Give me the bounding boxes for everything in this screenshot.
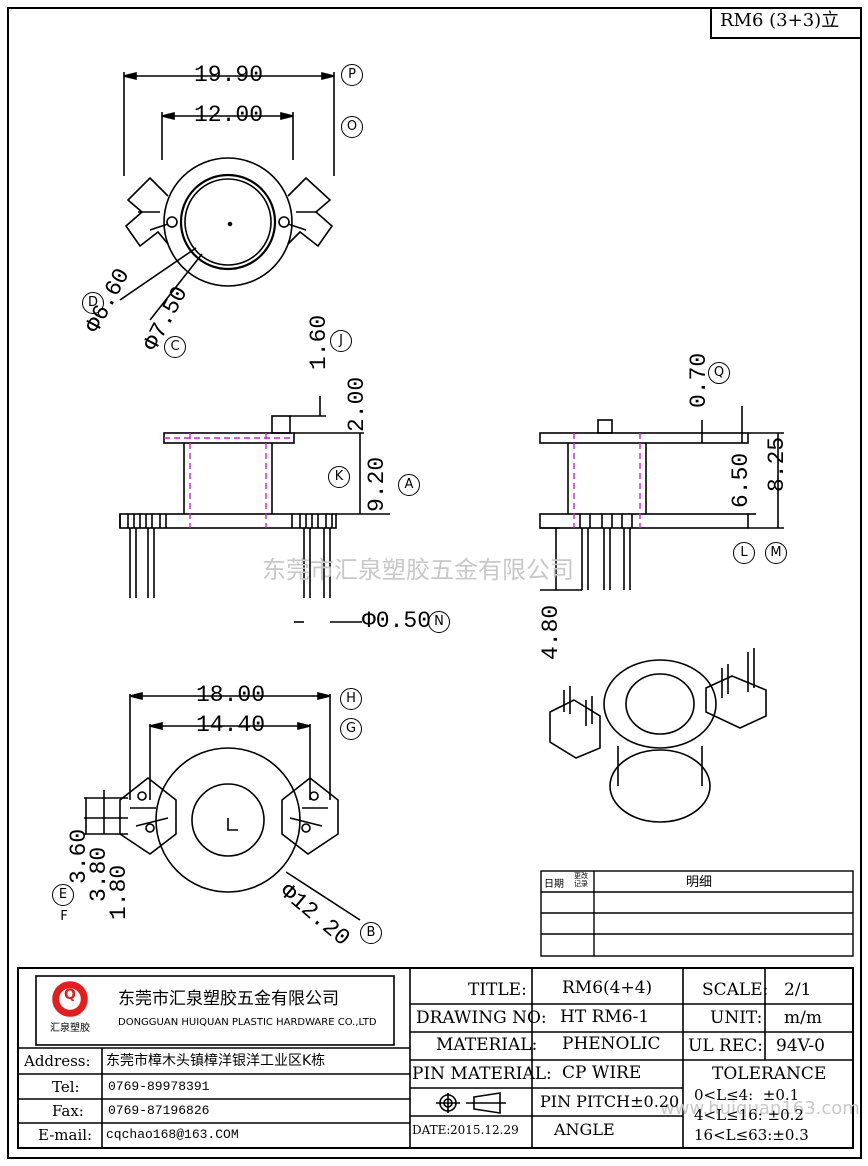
ul-label: UL REC: bbox=[688, 1036, 763, 1056]
watermark: 东莞市汇泉塑胶五金有限公司 bbox=[262, 556, 574, 584]
tag-j: J bbox=[330, 330, 352, 352]
logo-caption: 汇泉塑胶 bbox=[50, 1023, 90, 1034]
tol-2: 4<L≤16: ±0.2 bbox=[694, 1106, 804, 1124]
rev-col-change: 更改记录 bbox=[574, 872, 588, 888]
email-value: cqchao168@163.COM bbox=[106, 1127, 239, 1142]
tag-a: A bbox=[398, 474, 420, 496]
drawing-label: DRAWING NO: bbox=[416, 1008, 547, 1028]
fax-value: 0769-87196826 bbox=[108, 1103, 210, 1118]
material-label: MATERIAL: bbox=[436, 1035, 538, 1055]
dim-top-inner: 12.00 bbox=[194, 102, 264, 128]
dim-pin-dia: Φ0.50 bbox=[362, 608, 432, 634]
date-label: DATE: bbox=[412, 1123, 451, 1137]
tag-d: D bbox=[82, 292, 104, 314]
tag-k: K bbox=[328, 466, 350, 488]
logo-icon: Q bbox=[64, 987, 76, 1003]
title-block bbox=[17, 967, 854, 1149]
header-tag: RM6 (3+3)立 bbox=[720, 10, 840, 31]
title-label: TITLE: bbox=[468, 980, 527, 1000]
tel-value: 0769-89978391 bbox=[108, 1079, 210, 1094]
rev-col-date: 日期 bbox=[544, 879, 564, 890]
revision-table bbox=[540, 870, 854, 957]
dim-flange-t: 0.70 bbox=[686, 352, 712, 408]
tag-m: M bbox=[765, 542, 787, 564]
iso-view bbox=[549, 648, 767, 823]
dim-bot-inner: 14.40 bbox=[196, 712, 266, 738]
unit-value: m/m bbox=[784, 1008, 822, 1028]
tag-n: N bbox=[428, 611, 450, 633]
date-value: 2015.12.29 bbox=[450, 1123, 519, 1137]
address-label: Address: bbox=[24, 1052, 91, 1070]
email-label: E-mail: bbox=[38, 1126, 93, 1144]
pin-material-label: PIN MATERIAL: bbox=[412, 1064, 552, 1084]
watermark-url: www.huiquan163.com bbox=[660, 1098, 860, 1119]
tag-l: L bbox=[733, 542, 755, 564]
dim-total: 8.25 bbox=[764, 436, 790, 492]
tel-label: Tel: bbox=[52, 1078, 80, 1096]
fax-label: Fax: bbox=[52, 1102, 84, 1120]
dim-height: 9.20 bbox=[364, 456, 390, 512]
company-cn: 东莞市汇泉塑胶五金有限公司 bbox=[118, 989, 339, 1009]
angle: ANGLE bbox=[554, 1120, 615, 1139]
top-view bbox=[119, 71, 335, 321]
header-tag-box bbox=[710, 7, 862, 39]
side-view bbox=[539, 406, 784, 591]
front-view bbox=[119, 396, 390, 623]
tag-p: P bbox=[341, 64, 363, 86]
ul-value: 94V-0 bbox=[776, 1036, 825, 1056]
tolerance-label: TOLERANCE bbox=[712, 1064, 827, 1084]
dim-bot-v3: 1.80 bbox=[106, 864, 132, 920]
tag-o: O bbox=[341, 116, 363, 138]
tol-3: 16<L≤63:±0.3 bbox=[694, 1126, 809, 1144]
tag-e: E bbox=[52, 884, 74, 906]
dim-top-outer: 19.90 bbox=[194, 62, 264, 88]
drawing-value: HT RM6-1 bbox=[560, 1007, 650, 1027]
tag-h: H bbox=[340, 688, 362, 710]
bottom-view bbox=[84, 691, 361, 921]
dim-bot-outer: 18.00 bbox=[196, 682, 266, 708]
tol-1: 0<L≤4: ±0.1 bbox=[694, 1086, 800, 1104]
tag-q: Q bbox=[708, 362, 730, 384]
tag-b: B bbox=[360, 922, 382, 944]
scale-value: 2/1 bbox=[784, 980, 812, 1000]
tag-f: F bbox=[60, 909, 68, 924]
dim-pin-top: 1.60 bbox=[306, 314, 332, 370]
title-value: RM6(4+4) bbox=[562, 978, 653, 998]
dim-pin-len: 4.80 bbox=[538, 604, 564, 660]
dim-winding: 6.50 bbox=[728, 452, 754, 508]
dim-top-flange: 2.00 bbox=[344, 376, 370, 432]
tag-c: C bbox=[164, 336, 186, 358]
pin-pitch: PIN PITCH±0.20 bbox=[540, 1092, 680, 1111]
address-value: 东莞市樟木头镇樟洋银洋工业区K栋 bbox=[106, 1053, 326, 1069]
pin-material-value: CP WIRE bbox=[562, 1063, 642, 1083]
rev-col-detail: 明细 bbox=[686, 875, 713, 890]
tag-g: G bbox=[340, 718, 362, 740]
scale-label: SCALE: bbox=[702, 980, 769, 1000]
unit-label: UNIT: bbox=[710, 1008, 763, 1028]
company-en: DONGGUAN HUIQUAN PLASTIC HARDWARE CO.,LT… bbox=[118, 1017, 377, 1028]
material-value: PHENOLIC bbox=[562, 1034, 661, 1054]
